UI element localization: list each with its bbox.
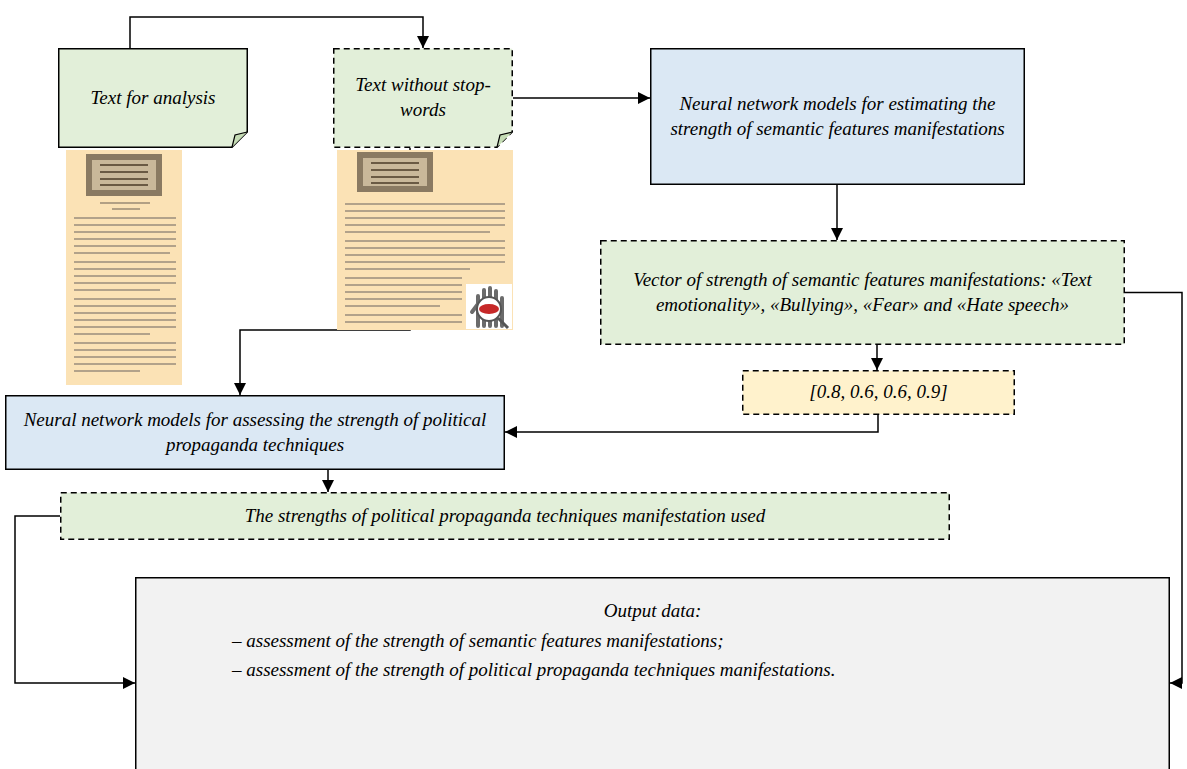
- node-content: Text without stop-words: [333, 48, 513, 148]
- node-text: The strengths of political propaganda te…: [72, 504, 938, 529]
- connector-arrow: [876, 345, 878, 370]
- box-outline: [6, 396, 505, 470]
- folded-corner: [497, 132, 512, 147]
- process-box: Neural network models for assessing the …: [5, 395, 505, 470]
- node-text: Output data:: [147, 599, 1158, 624]
- node-text: – assessment of the strength of politica…: [147, 658, 1158, 683]
- document-outline: [59, 49, 248, 148]
- output-box: Output data: – assessment of the strength…: [135, 577, 1170, 769]
- node-outline: [333, 48, 513, 148]
- node-content: The strengths of political propaganda te…: [60, 492, 950, 540]
- connector-arrow: [505, 415, 878, 432]
- box-outline: [601, 241, 1125, 345]
- box-outline: [61, 493, 950, 540]
- node-text: Neural network models for estimating the…: [662, 92, 1013, 141]
- node-text: Text for analysis: [70, 86, 236, 111]
- node-text: Text without stop-words: [345, 73, 501, 122]
- node-outline: [600, 240, 1125, 345]
- process-box: Neural network models for estimating the…: [650, 48, 1025, 185]
- box-outline: [651, 49, 1025, 185]
- node-content: Text for analysis: [58, 48, 248, 148]
- folded-corner: [232, 132, 247, 147]
- connector-arrow: [130, 17, 423, 48]
- data-box: Vector of strength of semantic features …: [600, 240, 1125, 345]
- box-outline: [743, 371, 1015, 415]
- connector-arrow: [836, 185, 838, 240]
- document-page-illustration: [66, 150, 182, 385]
- node-content: Neural network models for assessing the …: [5, 395, 505, 470]
- node-content: Vector of strength of semantic features …: [600, 240, 1125, 345]
- connector-arrow: [327, 470, 329, 492]
- node-outline: [650, 48, 1025, 185]
- data-box: The strengths of political propaganda te…: [60, 492, 950, 540]
- document-outline: [334, 49, 513, 148]
- node-text: – assessment of the strength of semantic…: [147, 629, 1158, 654]
- node-text: Vector of strength of semantic features …: [612, 268, 1113, 317]
- stopword-page-illustration: [337, 150, 513, 330]
- input-document: Text for analysis: [58, 48, 248, 148]
- node-content: Output data: – assessment of the strength…: [135, 577, 1170, 769]
- vector-value-box: [0.8, 0.6, 0.6, 0.9]: [742, 370, 1015, 415]
- node-content: Neural network models for estimating the…: [650, 48, 1025, 185]
- node-content: [0.8, 0.6, 0.6, 0.9]: [742, 370, 1015, 415]
- box-outline: [136, 578, 1170, 769]
- filtered-document: Text without stop-words: [333, 48, 513, 148]
- node-outline: [5, 395, 505, 470]
- node-text: [0.8, 0.6, 0.6, 0.9]: [754, 380, 1003, 405]
- connector-arrow: [513, 97, 650, 99]
- node-text: Neural network models for assessing the …: [17, 408, 493, 457]
- connector-arrow: [15, 516, 135, 683]
